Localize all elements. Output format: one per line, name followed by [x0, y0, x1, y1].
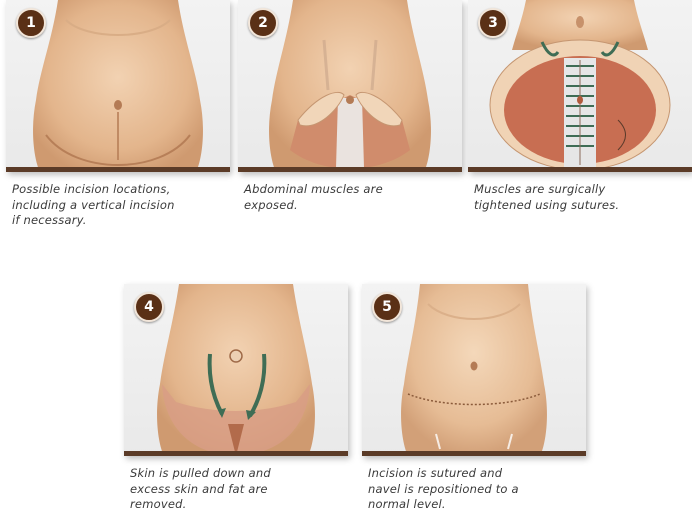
caption-line: navel is repositioned to a [368, 482, 584, 498]
step-number-badge: 2 [248, 8, 278, 38]
caption-line: including a vertical incision [12, 198, 228, 214]
navel [230, 350, 242, 362]
panel-bottom-stripe [6, 167, 230, 172]
panel-bottom-stripe [468, 167, 692, 172]
caption-line: exposed. [244, 198, 460, 214]
panel-bottom-stripe [238, 167, 462, 172]
navel [114, 100, 122, 110]
step-illustration-5: 5 [362, 284, 586, 456]
fascia-band [336, 98, 364, 168]
step-illustration-1: 1 [6, 0, 230, 172]
caption-line: Muscles are surgically [474, 182, 690, 198]
step-number-badge: 4 [134, 292, 164, 322]
caption-line: Skin is pulled down and [130, 466, 346, 482]
navel [471, 362, 478, 371]
caption-line: Incision is sutured and [368, 466, 584, 482]
step-panel-5: 5 Incision is sutured and navel is repos… [362, 284, 586, 513]
panel-bottom-stripe [124, 451, 348, 456]
step-caption: Abdominal muscles are exposed. [238, 182, 460, 213]
step-caption: Incision is sutured and navel is reposit… [362, 466, 584, 513]
caption-line: normal level. [368, 497, 584, 513]
step-illustration-3: 3 [468, 0, 692, 172]
caption-line: Possible incision locations, [12, 182, 228, 198]
step-number-badge: 3 [478, 8, 508, 38]
navel [577, 96, 583, 104]
step-panel-1: 1 Possible incision locations, including… [6, 0, 230, 229]
step-number-badge: 5 [372, 292, 402, 322]
step-panel-3: 3 Muscles are surgically tightened using… [468, 0, 692, 213]
caption-line: if necessary. [12, 213, 228, 229]
step-illustration-2: 2 [238, 0, 462, 172]
caption-line: excess skin and fat are [130, 482, 346, 498]
step-panel-4: 4 Skin is pulled down and excess skin an… [124, 284, 348, 513]
step-illustration-4: 4 [124, 284, 348, 456]
step-number-badge: 1 [16, 8, 46, 38]
step-panel-2: 2 Abdominal muscles are exposed. [238, 0, 462, 213]
step-caption: Skin is pulled down and excess skin and … [124, 466, 346, 513]
caption-line: removed. [130, 497, 346, 513]
step-caption: Muscles are surgically tightened using s… [468, 182, 690, 213]
step-caption: Possible incision locations, including a… [6, 182, 228, 229]
caption-line: Abdominal muscles are [244, 182, 460, 198]
caption-line: tightened using sutures. [474, 198, 690, 214]
panel-bottom-stripe [362, 451, 586, 456]
navel [346, 96, 354, 104]
